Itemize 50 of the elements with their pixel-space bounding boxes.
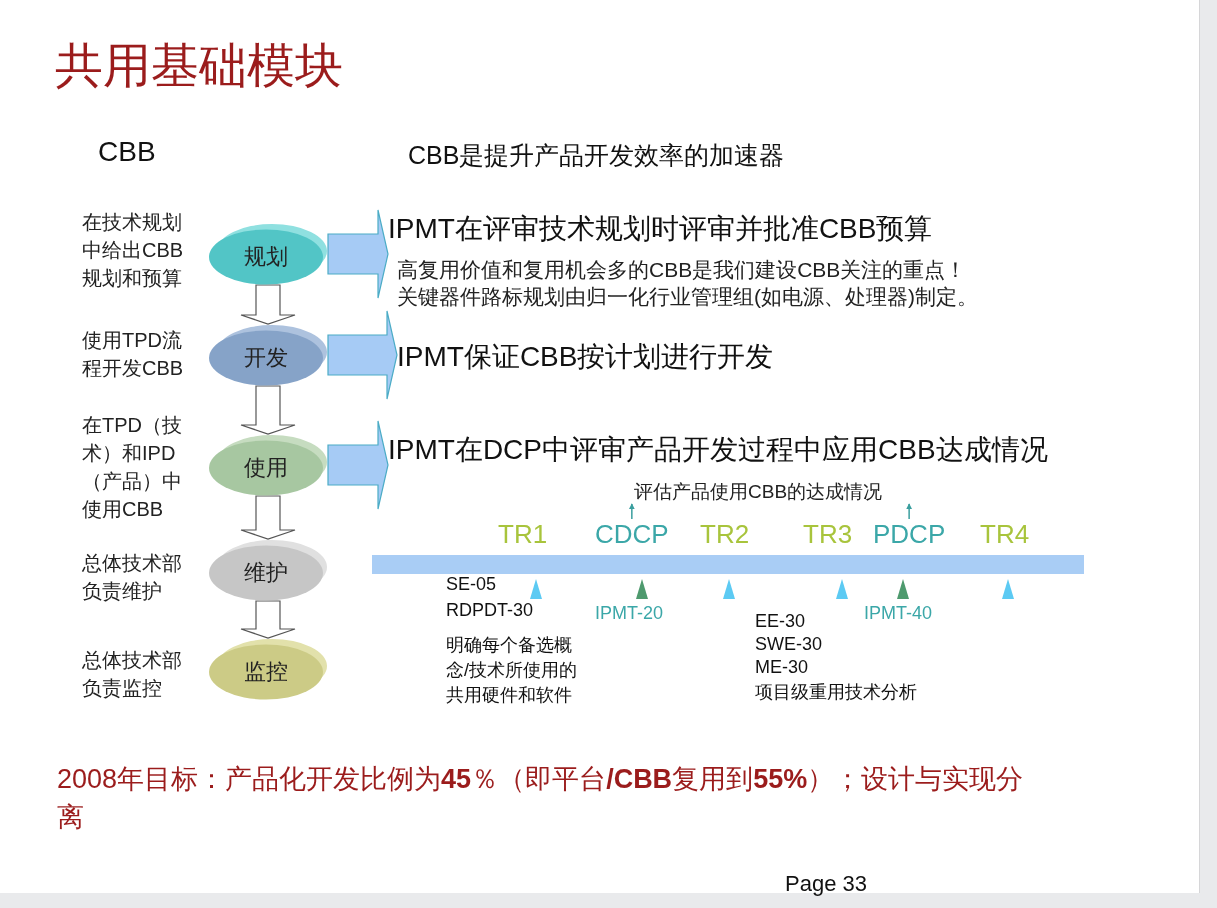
role-code: EE-30 — [755, 610, 806, 633]
statement-text: IPMT在DCP中评审产品开发过程中应用CBB达成情况 — [388, 430, 1048, 470]
statement-note: 高复用价值和复用机会多的CBB是我们建设CBB关注的重点！ — [397, 257, 968, 283]
slide-title: 共用基础模块 — [55, 38, 343, 94]
role-code: RDPDT-30 — [446, 599, 534, 622]
stage-note: 在技术规划中给出CBB规划和预算 — [82, 210, 185, 291]
stage-label: 监控 — [244, 658, 288, 686]
statement-text: IPMT保证CBB按计划进行开发 — [397, 337, 774, 377]
milestone-label: TR3 — [803, 519, 853, 549]
statement-note: 关键器件路标规划由归一化行业管理组(如电源、处理器)制定。 — [397, 284, 978, 310]
stage-label: 开发 — [244, 344, 288, 372]
block-arrow — [327, 310, 398, 400]
role-code: ME-30 — [755, 656, 808, 679]
evaluation-text: 评估产品使用CBB的达成情况 — [626, 480, 891, 504]
stage-ellipse — [208, 638, 328, 700]
stage-ellipse — [208, 434, 328, 496]
block-arrow — [327, 420, 389, 510]
stage-note: 使用TPD流程开发CBB — [82, 328, 185, 381]
goal-note: 2008年目标：产品化开发比例为45％（即平台/CBB复用到55%）；设计与实现分离 — [57, 763, 1025, 834]
stage-label: 维护 — [244, 559, 288, 587]
note-text: 项目级重用技术分析 — [755, 681, 917, 704]
stage-ellipse — [208, 324, 328, 386]
review-code: IPMT-40 — [864, 602, 933, 625]
stage-note: 总体技术部负责监控 — [82, 648, 183, 701]
milestone-label: TR2 — [700, 519, 750, 549]
stage-ellipse — [208, 539, 328, 601]
arrow — [628, 503, 635, 520]
stage-label: 规划 — [244, 243, 288, 271]
milestone-label: TR1 — [498, 519, 548, 549]
stage-label: 使用 — [244, 454, 288, 482]
section-subtitle: CBB是提升产品开发效率的加速器 — [408, 140, 785, 171]
block-arrow — [240, 600, 296, 639]
block-arrow — [240, 385, 296, 435]
block-arrow — [240, 284, 296, 325]
role-code: SE-05 — [446, 573, 497, 596]
block-arrow — [240, 495, 296, 540]
note-text: 明确每个备选概念/技术所使用的共用硬件和软件 — [446, 634, 578, 707]
page-number: Page 33 — [785, 870, 867, 898]
stage-ellipse — [208, 223, 328, 285]
role-code: SWE-30 — [755, 633, 823, 656]
review-code: IPMT-20 — [595, 602, 664, 625]
section-heading: CBB — [98, 135, 156, 169]
arrow — [906, 503, 913, 520]
stage-note: 总体技术部负责维护 — [82, 551, 183, 604]
milestone-label: PDCP — [873, 519, 946, 549]
statement-heading: IPMT在评审技术规划时评审并批准CBB预算 — [388, 212, 934, 246]
milestone-label: TR4 — [980, 519, 1030, 549]
stage-note: 在TPD（技术）和IPD（产品）中使用CBB — [82, 413, 183, 522]
milestone-label: CDCP — [595, 519, 669, 549]
block-arrow — [327, 209, 389, 299]
